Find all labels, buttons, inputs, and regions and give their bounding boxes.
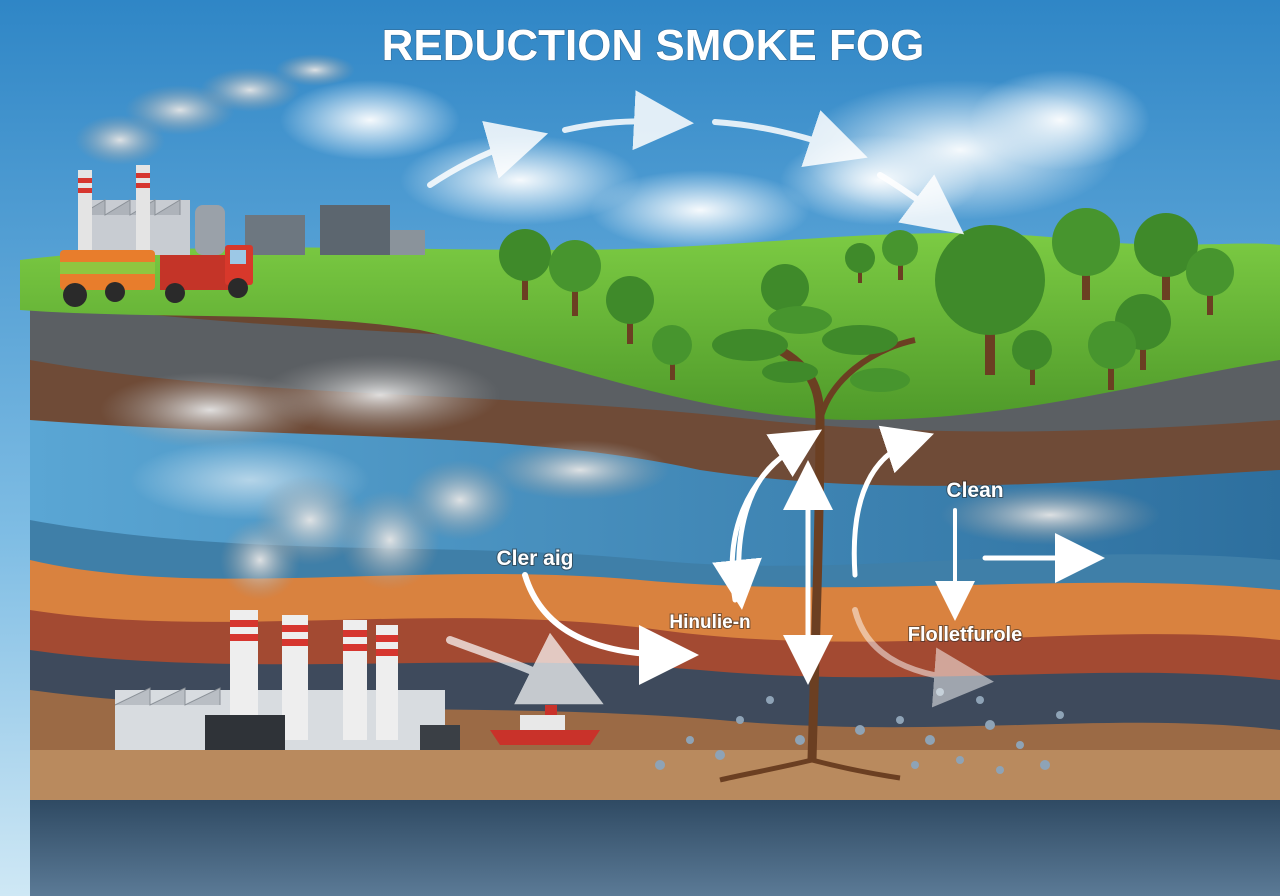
- tree: [1012, 330, 1052, 385]
- label-clean: Clean: [946, 479, 1003, 502]
- arrow-loop-right-up: [851, 425, 934, 578]
- pebbles: [655, 688, 1064, 774]
- arrow-sky-4: [877, 172, 965, 235]
- bottom-factory: [114, 460, 515, 750]
- label-cler-aig: Cler aig: [496, 547, 573, 570]
- arrow-flolletfurole: [852, 607, 994, 708]
- tree: [1052, 208, 1120, 300]
- label-hinulie-n: Hinulie-n: [669, 612, 750, 633]
- flow-arrows: [427, 90, 1105, 708]
- diagram-title: REDUCTION SMOKE FOG: [382, 21, 925, 70]
- trucks: [60, 245, 253, 307]
- tree: [606, 276, 654, 344]
- arrow-sky-2: [562, 90, 694, 151]
- central-tree: [712, 306, 916, 783]
- tree: [549, 240, 601, 316]
- tree: [652, 325, 692, 380]
- arrow-sky-3: [712, 110, 868, 168]
- tree: [1134, 213, 1198, 300]
- label-flolletfurole: Flolletfurole: [908, 624, 1022, 646]
- tree: [499, 229, 551, 300]
- tree: [882, 230, 918, 280]
- top-factory: [75, 54, 425, 255]
- arrow-sky-1: [427, 121, 549, 188]
- trees: [499, 208, 1234, 390]
- arrow-loop-left-down: [712, 452, 788, 610]
- tree: [845, 243, 875, 283]
- underground-smoke: [100, 355, 1160, 545]
- tree: [1186, 248, 1234, 315]
- boat: [490, 705, 600, 745]
- arrow-factory-down: [446, 632, 604, 705]
- tree: [1088, 321, 1136, 390]
- tree: [935, 225, 1045, 375]
